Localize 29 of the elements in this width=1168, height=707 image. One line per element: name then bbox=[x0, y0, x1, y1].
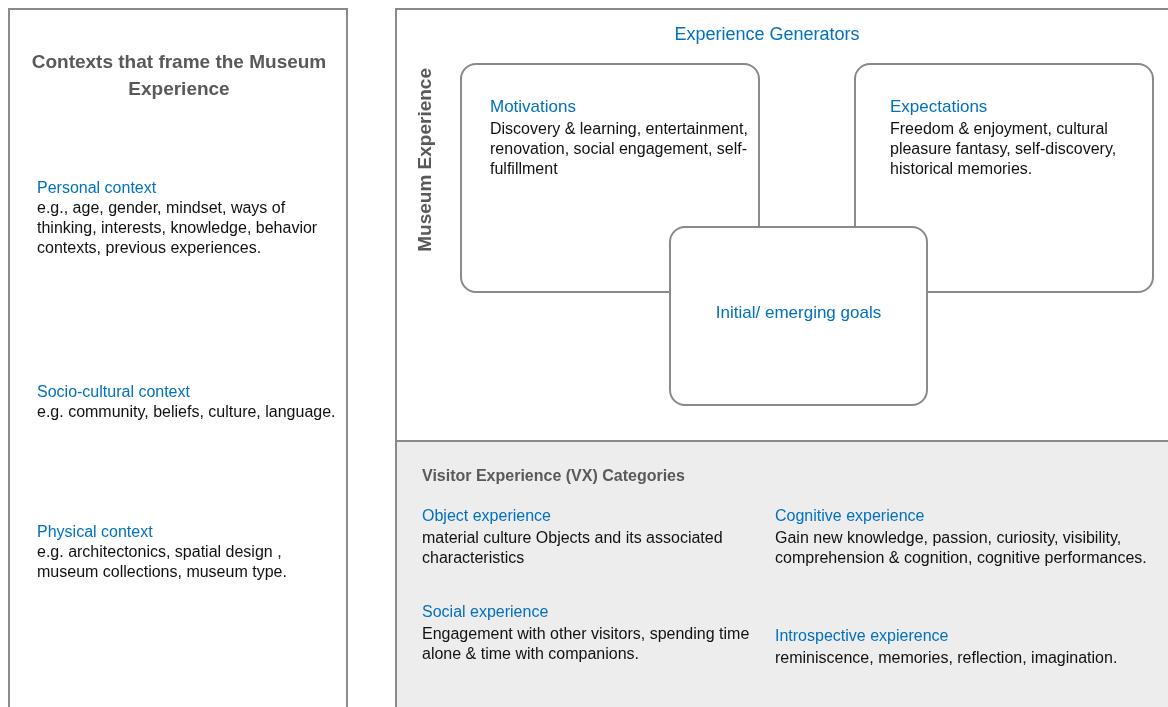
context-heading: Personal context bbox=[37, 178, 158, 198]
experience-panel bbox=[395, 8, 1168, 442]
context-heading: Physical context bbox=[37, 522, 154, 542]
category-description: Engagement with other visitors, spending time alone & time with companions. bbox=[422, 624, 751, 664]
context-heading: Socio-cultural context bbox=[37, 382, 191, 402]
context-panel bbox=[8, 8, 348, 707]
generator-box bbox=[854, 63, 1154, 293]
context-description: e.g., age, gender, mindset, ways of thinking, interests, knowledge, behavior contexts, previous experiences. bbox=[37, 198, 319, 258]
category-heading: Cognitive experience bbox=[775, 506, 926, 526]
category-heading: Introspective expierence bbox=[775, 626, 950, 646]
panel-heading: Visitor Experience (VX) Categories bbox=[422, 466, 686, 486]
category-heading: Social experience bbox=[422, 602, 550, 622]
category-description: material culture Objects and its associated characteristics bbox=[422, 528, 724, 568]
box-heading: Initial/ emerging goals bbox=[714, 302, 883, 324]
context-description: e.g. architectonics, spatial design , museum collections, museum type. bbox=[37, 542, 288, 582]
panel-heading: Museum Experience bbox=[413, 68, 436, 252]
goals-box bbox=[669, 226, 928, 406]
category-heading: Object experience bbox=[422, 506, 552, 526]
box-description: Freedom & enjoyment, cultural pleasure fantasy, self-discovery, historical memories. bbox=[890, 119, 1118, 179]
box-heading: Expectations bbox=[890, 97, 989, 117]
section-heading: Experience Generators bbox=[673, 23, 861, 46]
category-description: reminiscence, memories, reflection, imagination. bbox=[775, 648, 1119, 668]
panel-heading: Contexts that frame the Museum Experience bbox=[30, 50, 328, 101]
box-heading: Motivations bbox=[490, 97, 577, 117]
box-description: Discovery & learning, entertainment, renovation, social engagement, self-fulfillment bbox=[490, 119, 749, 179]
categories-panel bbox=[395, 440, 1168, 707]
context-description: e.g. community, beliefs, culture, language. bbox=[37, 402, 337, 422]
category-description: Gain new knowledge, passion, curiosity, visibility, comprehension & cognition, cognitive performances. bbox=[775, 528, 1148, 568]
generator-box bbox=[460, 63, 760, 293]
